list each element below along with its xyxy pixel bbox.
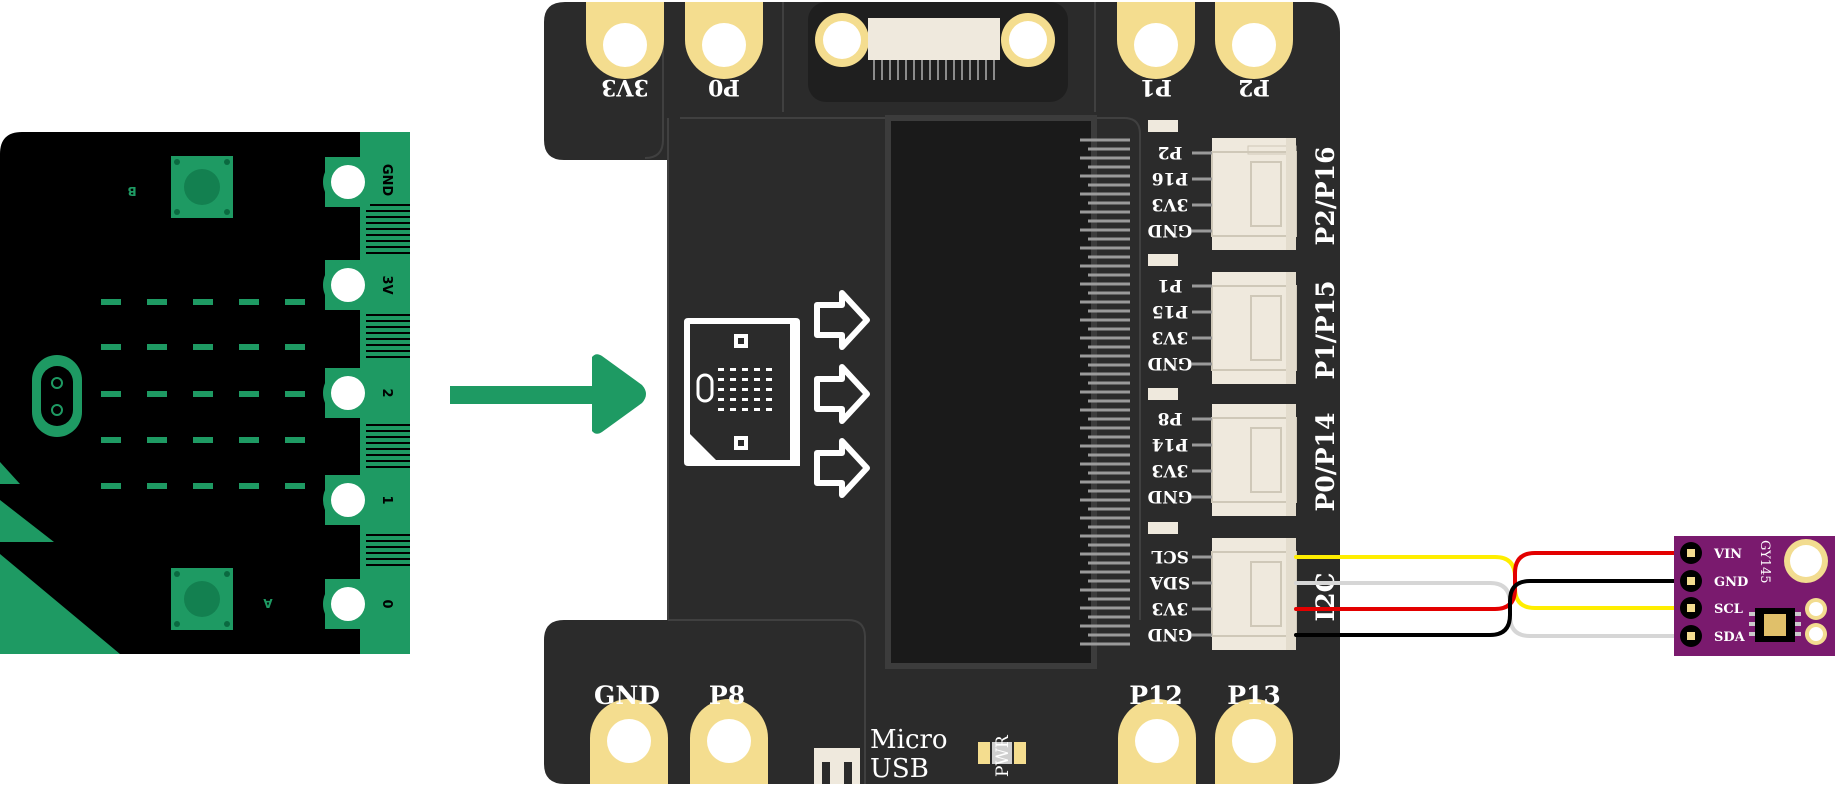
pad-p2-top[interactable] <box>1215 2 1293 79</box>
conn1-pin-3v3: 3V3 <box>1152 194 1189 214</box>
wires <box>1294 551 1686 638</box>
sensor-chip <box>1749 608 1801 642</box>
corner-shape-1 <box>0 462 20 484</box>
pad-label-p8-bottom: P8 <box>709 681 745 710</box>
microbit-slot <box>888 118 1094 666</box>
pad-p1-top[interactable] <box>1117 2 1195 79</box>
insert-arrow-icon <box>450 354 646 434</box>
sensor-pin-vin: VIN <box>1713 547 1742 562</box>
pad-p8-bottom[interactable] <box>690 699 768 784</box>
edge-ring-gnd <box>323 157 373 207</box>
pad-label-p12-bottom: P12 <box>1129 681 1183 710</box>
button-b-label: B <box>127 184 136 198</box>
slot-pins <box>1080 138 1130 646</box>
edge-label-2: 2 <box>379 388 394 397</box>
edge-label-1: 1 <box>379 495 394 504</box>
conn4-pin-3v3: 3V3 <box>1152 598 1189 618</box>
conn2-pin-p15: P15 <box>1152 301 1188 321</box>
connector-title-p0-p14: P0/P14 <box>1311 413 1340 512</box>
conn3-pin-p14: P14 <box>1152 434 1189 454</box>
pad-label-p2-top: P2 <box>1238 74 1270 100</box>
conn3-pin-p8: P8 <box>1158 408 1183 428</box>
edge-ring-2 <box>323 368 373 418</box>
connector-p1-p15[interactable] <box>1148 254 1297 384</box>
pad-label-p13-bottom: P13 <box>1227 681 1281 710</box>
sensor-pin-headers <box>1680 542 1702 647</box>
pad-3v3-top[interactable] <box>586 2 664 79</box>
button-b[interactable] <box>171 156 233 218</box>
pad-gnd-bottom[interactable] <box>590 699 668 784</box>
fpc-connector <box>808 2 1068 102</box>
corner-shape-3 <box>0 554 120 654</box>
pad-p12-bottom[interactable] <box>1118 699 1196 784</box>
connector-title-p2-p16: P2/P16 <box>1311 147 1340 246</box>
micro-usb-port <box>814 748 860 784</box>
gy145-sensor <box>1674 536 1835 656</box>
conn1-pin-p16: P16 <box>1152 168 1188 188</box>
pad-label-p0-top: P0 <box>708 74 740 100</box>
connector-i2c[interactable] <box>1148 522 1297 650</box>
corner-shape-2 <box>0 500 54 542</box>
usb-label-line2: USB <box>870 754 929 784</box>
wire-black-gnd <box>1294 579 1686 637</box>
bottom-pads <box>590 699 1293 784</box>
conn2-pin-gnd: GND <box>1147 353 1192 373</box>
edge-ring-0 <box>323 579 373 629</box>
pad-p0-top[interactable] <box>685 2 763 79</box>
microbit-logo <box>32 355 82 437</box>
usb-label-line1: Micro <box>870 725 948 755</box>
connector-title-p1-p15: P1/P15 <box>1311 281 1340 380</box>
sensor-pin-sda: SDA <box>1714 630 1746 645</box>
edge-label-gnd: GND <box>379 164 394 197</box>
microbit-board: GND 3V 2 1 0 B A <box>0 132 410 654</box>
sensor-pin-gnd: GND <box>1714 575 1748 590</box>
led-matrix <box>101 299 305 489</box>
conn4-pin-gnd: GND <box>1147 624 1192 644</box>
pwr-led <box>978 742 1026 764</box>
conn3-pin-3v3: 3V3 <box>1152 460 1189 480</box>
sensor-name: GY145 <box>1757 540 1772 584</box>
insert-direction-icon <box>814 290 870 498</box>
edge-ring-1 <box>323 475 373 525</box>
edge-label-3v: 3V <box>379 275 394 294</box>
edge-connector-fingers <box>366 204 410 566</box>
conn4-pin-sda: SDA <box>1149 572 1190 592</box>
button-a[interactable] <box>171 568 233 630</box>
conn2-pin-3v3: 3V3 <box>1152 327 1189 347</box>
conn2-pin-p1: P1 <box>1158 275 1183 295</box>
top-pads <box>586 2 1293 79</box>
conn1-pin-p2: P2 <box>1158 142 1183 162</box>
pad-label-gnd-bottom: GND <box>594 681 660 710</box>
conn4-pin-scl: SCL <box>1151 546 1189 566</box>
connector-title-i2c: I2C <box>1311 573 1340 622</box>
connector-p0-p14[interactable] <box>1148 388 1297 516</box>
conn3-pin-gnd: GND <box>1147 486 1192 506</box>
edge-label-0: 0 <box>379 599 394 608</box>
button-a-label: A <box>263 596 273 610</box>
pwr-label: PWR <box>993 734 1013 777</box>
pad-p13-bottom[interactable] <box>1215 699 1293 784</box>
sensor-pin-scl: SCL <box>1714 602 1743 617</box>
conn1-pin-gnd: GND <box>1147 220 1192 240</box>
wire-red-3v3 <box>1294 551 1686 611</box>
connector-p2-p16[interactable] <box>1148 120 1297 250</box>
pad-label-p1-top: P1 <box>1140 74 1172 100</box>
microbit-icon <box>684 318 800 466</box>
expansion-board <box>544 2 1340 784</box>
pad-label-3v3-top: 3V3 <box>601 74 649 100</box>
edge-ring-3v <box>323 260 373 310</box>
